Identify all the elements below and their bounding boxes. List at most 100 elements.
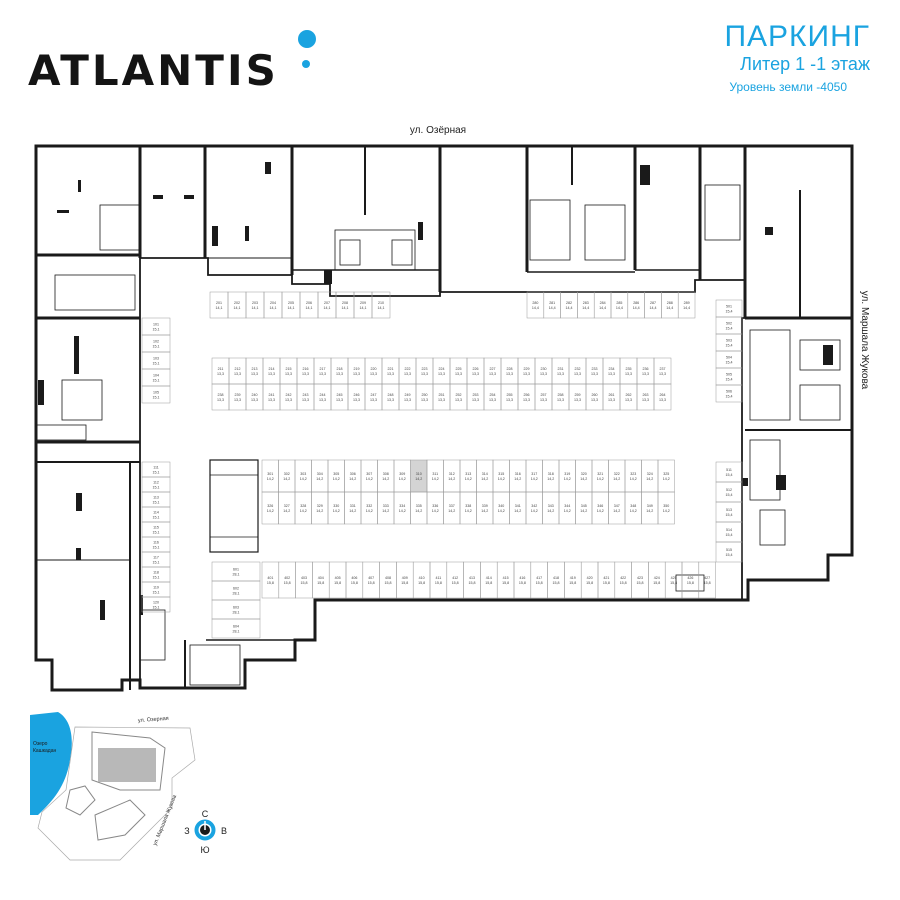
parking-space[interactable]	[141, 368, 171, 387]
parking-space[interactable]	[644, 291, 662, 319]
parking-space[interactable]	[410, 491, 428, 525]
parking-space[interactable]	[371, 291, 391, 319]
parking-space[interactable]	[330, 357, 349, 385]
parking-space[interactable]	[347, 357, 366, 385]
parking-space[interactable]	[141, 521, 171, 538]
parking-space[interactable]	[715, 461, 743, 483]
parking-space[interactable]	[459, 459, 477, 493]
parking-space[interactable]	[476, 491, 494, 525]
parking-space[interactable]	[543, 291, 561, 319]
parking-space[interactable]	[141, 551, 171, 568]
parking-space[interactable]	[141, 385, 171, 404]
parking-space[interactable]	[245, 291, 265, 319]
parking-space[interactable]	[299, 291, 319, 319]
parking-space[interactable]	[483, 357, 502, 385]
parking-space[interactable]	[393, 459, 411, 493]
parking-space[interactable]	[551, 383, 570, 411]
parking-space[interactable]	[141, 506, 171, 523]
parking-space[interactable]	[228, 383, 247, 411]
parking-space[interactable]	[327, 491, 345, 525]
parking-space[interactable]	[362, 561, 380, 599]
parking-space[interactable]	[715, 350, 743, 369]
parking-space[interactable]	[211, 383, 230, 411]
parking-space[interactable]	[525, 459, 543, 493]
parking-space[interactable]	[412, 561, 431, 599]
parking-space[interactable]	[585, 357, 604, 385]
parking-space[interactable]	[141, 461, 171, 478]
parking-space[interactable]	[245, 357, 264, 385]
parking-space[interactable]	[619, 357, 638, 385]
parking-space[interactable]	[228, 357, 247, 385]
parking-space[interactable]	[509, 459, 527, 493]
parking-space[interactable]	[585, 383, 604, 411]
parking-space[interactable]	[459, 491, 477, 525]
parking-space[interactable]	[449, 383, 468, 411]
parking-space[interactable]	[542, 491, 560, 525]
parking-space[interactable]	[296, 357, 315, 385]
parking-space[interactable]	[398, 357, 417, 385]
parking-space[interactable]	[641, 491, 659, 525]
parking-space[interactable]	[327, 459, 345, 493]
parking-space[interactable]	[211, 599, 261, 620]
parking-space[interactable]	[261, 459, 279, 493]
parking-space[interactable]	[330, 383, 349, 411]
parking-space[interactable]	[364, 383, 383, 411]
parking-space[interactable]	[360, 491, 378, 525]
parking-space[interactable]	[261, 491, 279, 525]
parking-space[interactable]	[558, 459, 576, 493]
parking-space[interactable]	[263, 291, 283, 319]
parking-space[interactable]	[715, 316, 743, 335]
parking-space[interactable]	[278, 491, 296, 525]
parking-space[interactable]	[432, 383, 451, 411]
parking-space[interactable]	[602, 383, 621, 411]
parking-space[interactable]	[631, 561, 649, 599]
parking-space[interactable]	[313, 357, 332, 385]
parking-space[interactable]	[379, 561, 397, 599]
parking-space[interactable]	[141, 476, 171, 493]
parking-space[interactable]	[608, 459, 626, 493]
parking-space[interactable]	[575, 491, 593, 525]
parking-space[interactable]	[463, 561, 481, 599]
parking-space[interactable]	[245, 383, 264, 411]
parking-space[interactable]	[141, 334, 171, 353]
parking-space[interactable]	[715, 367, 743, 386]
parking-space[interactable]	[393, 491, 411, 525]
parking-space[interactable]	[500, 383, 519, 411]
parking-space[interactable]	[517, 383, 536, 411]
parking-space[interactable]	[483, 383, 502, 411]
parking-space[interactable]	[211, 561, 261, 582]
parking-space[interactable]	[410, 459, 428, 493]
parking-space[interactable]	[715, 333, 743, 352]
parking-space[interactable]	[715, 299, 743, 318]
parking-space[interactable]	[547, 561, 565, 599]
parking-space[interactable]	[295, 561, 313, 599]
parking-space[interactable]	[641, 459, 659, 493]
parking-space[interactable]	[575, 459, 593, 493]
parking-space[interactable]	[429, 561, 448, 599]
parking-space[interactable]	[344, 491, 362, 525]
parking-space[interactable]	[344, 459, 362, 493]
parking-space[interactable]	[509, 491, 527, 525]
parking-space[interactable]	[396, 561, 414, 599]
parking-space[interactable]	[525, 491, 543, 525]
parking-space[interactable]	[262, 383, 281, 411]
parking-space[interactable]	[141, 491, 171, 508]
parking-space[interactable]	[281, 291, 301, 319]
parking-space[interactable]	[466, 383, 485, 411]
parking-space[interactable]	[664, 561, 683, 599]
parking-space[interactable]	[577, 291, 595, 319]
parking-space[interactable]	[141, 536, 171, 553]
parking-space[interactable]	[614, 561, 632, 599]
parking-space[interactable]	[377, 459, 395, 493]
parking-space[interactable]	[294, 459, 312, 493]
parking-space[interactable]	[446, 561, 464, 599]
parking-space[interactable]	[381, 357, 400, 385]
parking-space[interactable]	[593, 291, 612, 319]
parking-space[interactable]	[602, 357, 621, 385]
parking-space[interactable]	[715, 501, 743, 523]
parking-space[interactable]	[492, 491, 510, 525]
parking-space[interactable]	[294, 491, 312, 525]
parking-space[interactable]	[698, 561, 716, 599]
parking-space[interactable]	[278, 561, 296, 599]
parking-space[interactable]	[624, 459, 642, 493]
